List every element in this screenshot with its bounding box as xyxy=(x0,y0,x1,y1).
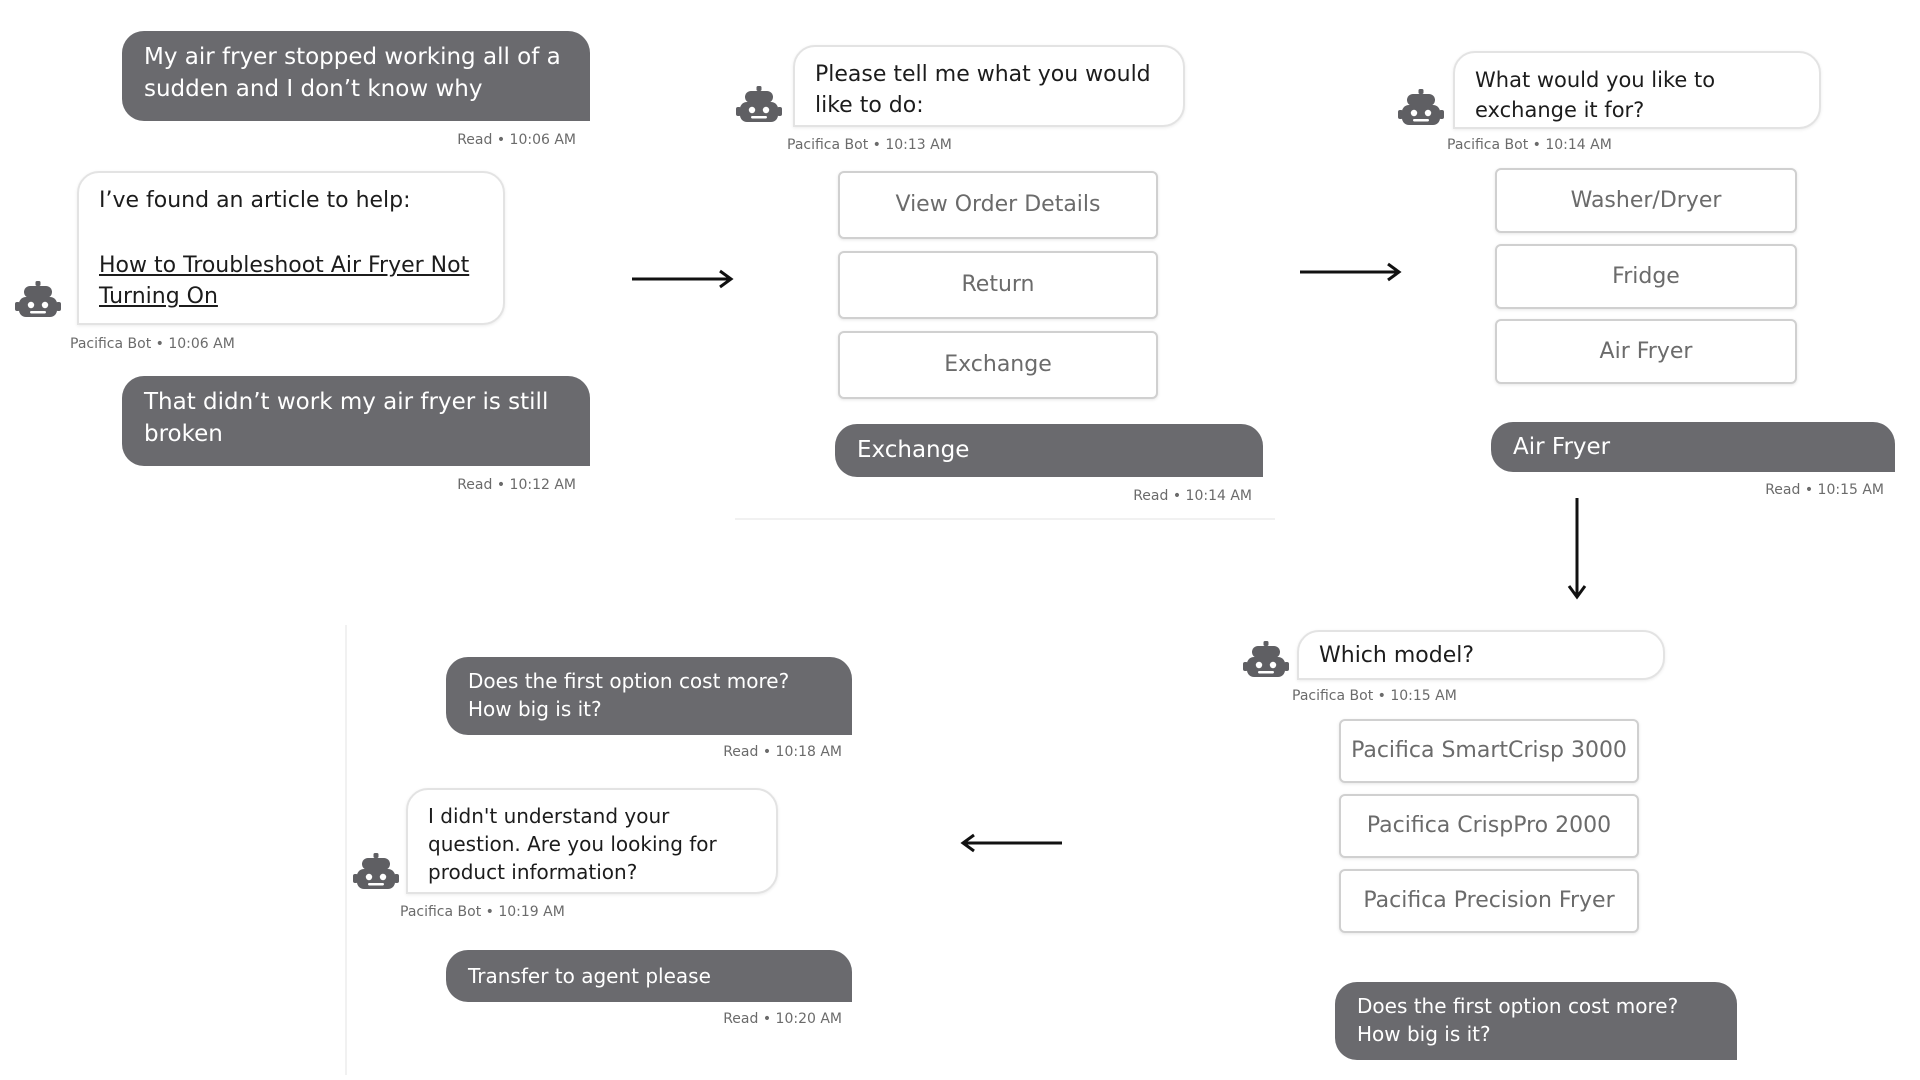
bot-timestamp: Pacifica Bot • 10:14 AM xyxy=(1447,137,1612,153)
read-receipt: Read • 10:14 AM xyxy=(1133,488,1252,504)
bot-message: Which model? xyxy=(1297,630,1665,680)
option-view-order-details[interactable]: View Order Details xyxy=(838,171,1158,239)
bot-message: Please tell me what you would like to do… xyxy=(793,45,1185,127)
arrow-icon xyxy=(632,269,734,289)
user-message: Exchange xyxy=(835,424,1263,477)
bot-message: What would you like to exchange it for? xyxy=(1453,51,1821,129)
read-receipt: Read • 10:18 AM xyxy=(723,744,842,760)
option-air-fryer[interactable]: Air Fryer xyxy=(1495,319,1797,384)
read-receipt: Read • 10:20 AM xyxy=(723,1011,842,1027)
arrow-icon xyxy=(1567,498,1587,600)
robot-icon xyxy=(353,852,399,892)
robot-icon xyxy=(1243,640,1289,680)
bot-message: I didn't understand your question. Are y… xyxy=(406,788,778,894)
robot-icon xyxy=(1398,88,1444,128)
option-precision-fryer[interactable]: Pacifica Precision Fryer xyxy=(1339,869,1639,933)
arrow-icon xyxy=(960,833,1062,853)
bot-timestamp: Pacifica Bot • 10:13 AM xyxy=(787,137,952,153)
robot-icon xyxy=(15,280,61,320)
read-receipt: Read • 10:06 AM xyxy=(457,132,576,148)
option-smartcrisp-3000[interactable]: Pacifica SmartCrisp 3000 xyxy=(1339,719,1639,783)
bot-timestamp: Pacifica Bot • 10:19 AM xyxy=(400,904,565,920)
article-link[interactable]: How to Troubleshoot Air Fryer Not Turnin… xyxy=(99,253,470,309)
bot-message-text: I’ve found an article to help: xyxy=(99,188,411,213)
option-fridge[interactable]: Fridge xyxy=(1495,244,1797,309)
user-message: My air fryer stopped working all of a su… xyxy=(122,31,590,121)
read-receipt: Read • 10:15 AM xyxy=(1765,482,1884,498)
option-exchange[interactable]: Exchange xyxy=(838,331,1158,399)
user-message: Does the first option cost more? How big… xyxy=(1335,982,1737,1060)
user-message: That didn’t work my air fryer is still b… xyxy=(122,376,590,466)
bot-timestamp: Pacifica Bot • 10:15 AM xyxy=(1292,688,1457,704)
robot-icon xyxy=(736,85,782,125)
option-crisppro-2000[interactable]: Pacifica CrispPro 2000 xyxy=(1339,794,1639,858)
option-return[interactable]: Return xyxy=(838,251,1158,319)
bot-message: I’ve found an article to help: How to Tr… xyxy=(77,171,505,325)
user-message: Air Fryer xyxy=(1491,422,1895,472)
user-message: Does the first option cost more? How big… xyxy=(446,657,852,735)
read-receipt: Read • 10:12 AM xyxy=(457,477,576,493)
user-message: Transfer to agent please xyxy=(446,950,852,1002)
arrow-icon xyxy=(1300,262,1402,282)
divider xyxy=(345,625,347,1075)
bot-timestamp: Pacifica Bot • 10:06 AM xyxy=(70,336,235,352)
divider xyxy=(735,518,1275,520)
option-washer-dryer[interactable]: Washer/Dryer xyxy=(1495,168,1797,233)
